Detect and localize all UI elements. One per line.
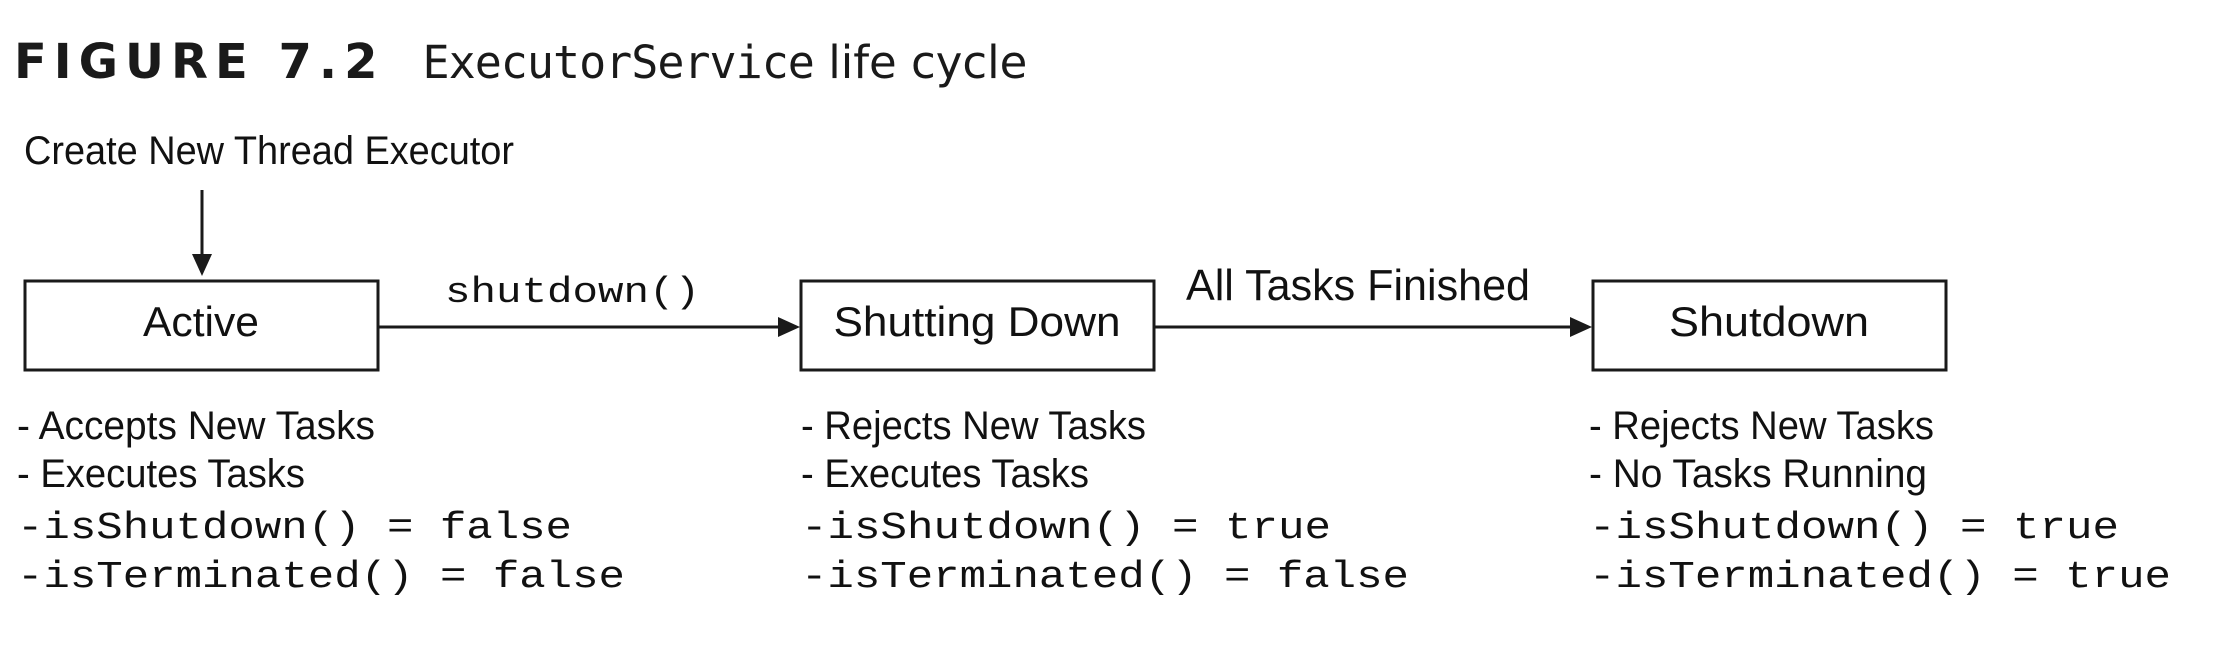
figure-header: FIGURE 7.2 ExecutorService life cycle	[14, 22, 1027, 102]
state-shutting-down-box	[799, 279, 1156, 372]
transition-finished-label: All Tasks Finished	[1186, 261, 1530, 310]
state-shutdown-details: - Rejects New Tasks - No Tasks Running -…	[1589, 404, 2171, 599]
state-shutting-down-title: Shutting Down	[834, 298, 1121, 345]
state-active: Active	[23, 279, 380, 372]
state-active-title: Active	[143, 298, 259, 345]
transition-shutdown-label: shutdown()	[445, 272, 700, 313]
figure-caption-code: ExecutorService	[422, 35, 815, 89]
figure-caption-text: life cycle	[813, 35, 1028, 89]
state-active-details: - Accepts New Tasks - Executes Tasks -is…	[17, 404, 625, 599]
figure-caption: ExecutorService life cycle	[423, 36, 1028, 89]
state-shutting-down: Shutting Down	[799, 279, 1156, 372]
state-active-code-2: -isTerminated() = false	[17, 556, 625, 599]
transition-all-tasks-finished: All Tasks Finished	[1154, 261, 1592, 337]
state-shutdown: Shutdown	[1591, 279, 1948, 372]
entry-arrow-head	[192, 254, 212, 276]
state-shutting-down-line-2: - Executes Tasks	[801, 452, 1089, 496]
state-active-line-1: - Accepts New Tasks	[17, 404, 375, 448]
transition-shutdown: shutdown()	[378, 272, 800, 337]
transition-shutdown-arrowhead	[778, 317, 800, 337]
transition-finished-arrowhead	[1570, 317, 1592, 337]
entry-label: Create New Thread Executor	[24, 129, 514, 173]
state-shutdown-title: Shutdown	[1669, 298, 1869, 345]
state-shutting-down-code-1: -isShutdown() = true	[801, 507, 1331, 550]
state-shutdown-code-1: -isShutdown() = true	[1589, 507, 2119, 550]
state-shutdown-box	[1591, 279, 1948, 372]
state-active-code-1: -isShutdown() = false	[17, 507, 572, 550]
state-shutting-down-details: - Rejects New Tasks - Executes Tasks -is…	[801, 404, 1409, 599]
state-shutting-down-code-2: -isTerminated() = false	[801, 556, 1409, 599]
state-shutdown-line-1: - Rejects New Tasks	[1589, 404, 1934, 448]
state-shutting-down-line-1: - Rejects New Tasks	[801, 404, 1146, 448]
state-active-line-2: - Executes Tasks	[17, 452, 305, 496]
figure-label: FIGURE 7.2	[14, 34, 385, 90]
state-shutdown-line-2: - No Tasks Running	[1589, 452, 1927, 496]
state-shutdown-code-2: -isTerminated() = true	[1589, 556, 2171, 599]
